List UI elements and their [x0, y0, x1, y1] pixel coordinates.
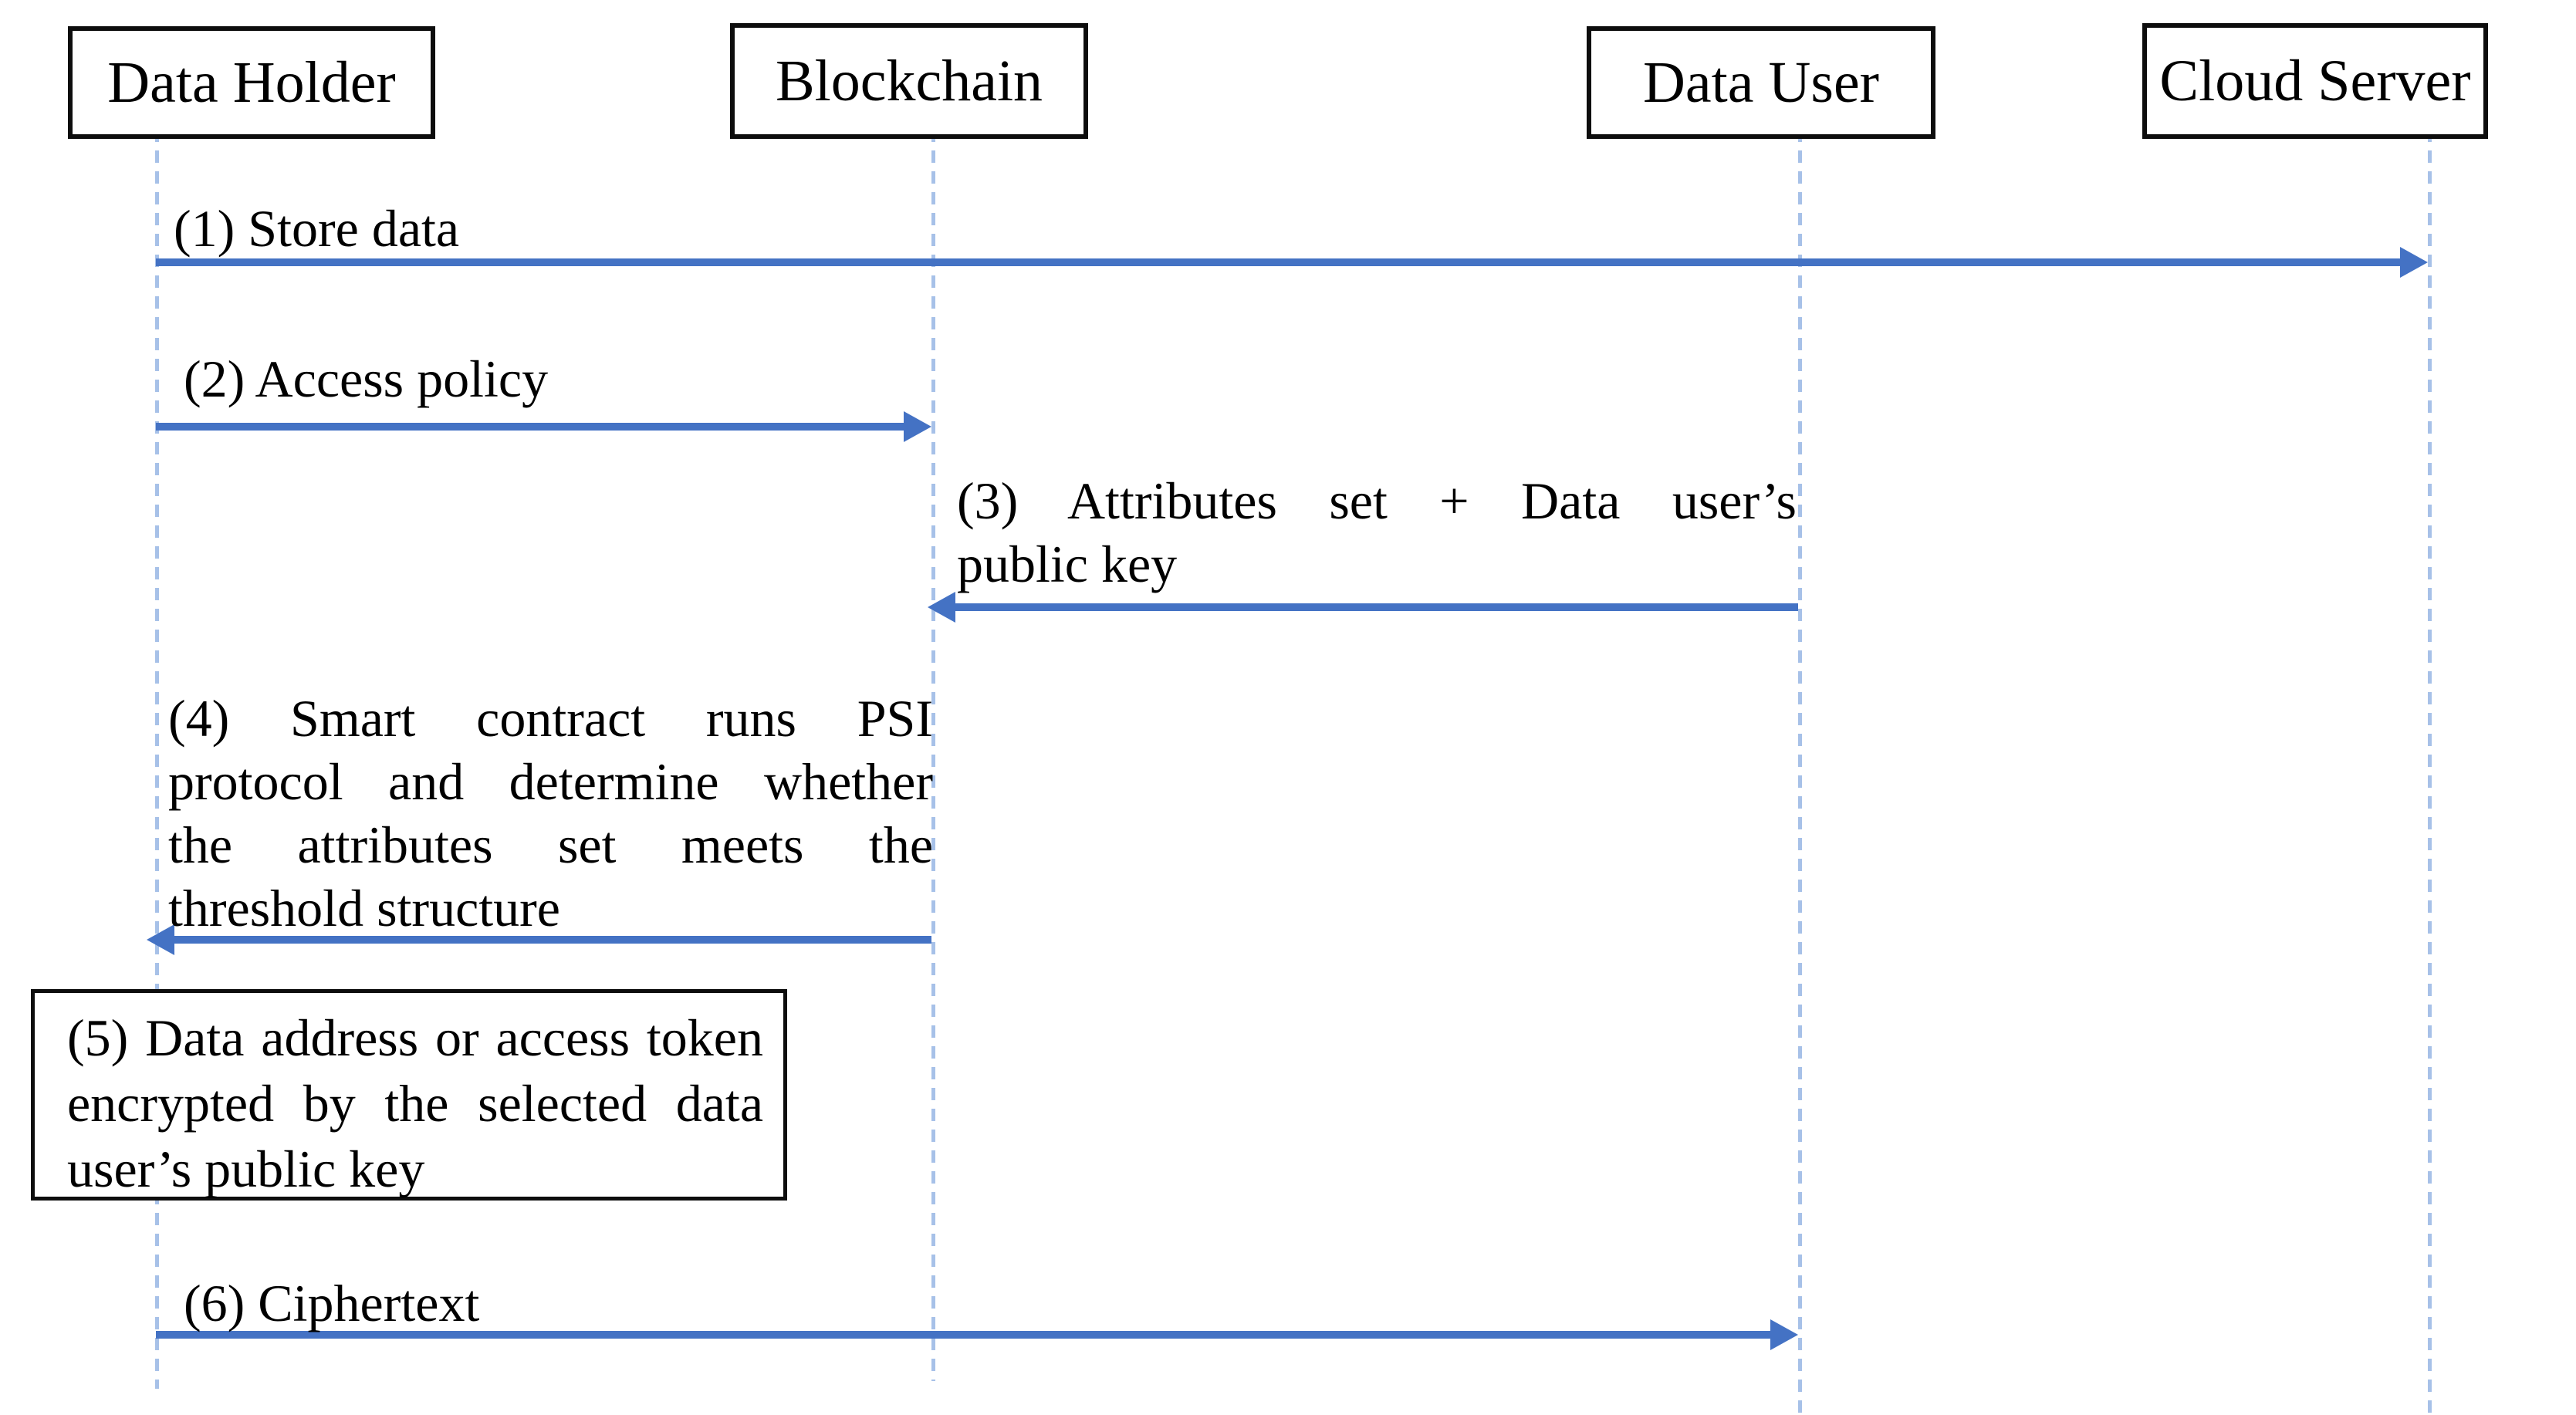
message-3-arrow-shaft: [954, 603, 1798, 611]
message-4-label: (4) Smart contract runs PSI protocol and…: [168, 687, 933, 940]
note-step-5-line-2: encrypted by the selected data: [67, 1074, 763, 1133]
actor-data-user: Data User: [1587, 26, 1935, 139]
message-6-arrow-shaft: [156, 1331, 1773, 1339]
message-1-arrow-shaft: [156, 258, 2403, 266]
actor-data-holder-label: Data Holder: [107, 49, 396, 115]
message-3-label-line-1: (3) Attributes set + Data user’s: [957, 471, 1797, 530]
message-4-label-line-1: (4) Smart contract runs PSI: [168, 689, 933, 748]
lifeline-data-user: [1798, 130, 1802, 1415]
actor-data-user-label: Data User: [1643, 49, 1879, 115]
message-1-label: (1) Store data: [174, 199, 460, 258]
note-step-5-line-1: (5) Data address or access token: [67, 1008, 763, 1067]
message-2-arrow-shaft: [156, 423, 907, 431]
message-6-label: (6) Ciphertext: [184, 1274, 480, 1332]
actor-cloud-server: Cloud Server: [2142, 23, 2488, 139]
message-1-arrowhead-right-icon: [2400, 247, 2428, 278]
message-3-arrowhead-left-icon: [928, 592, 955, 623]
actor-data-holder: Data Holder: [68, 26, 435, 139]
note-step-5-line-3: user’s public key: [67, 1140, 425, 1198]
actor-blockchain: Blockchain: [730, 23, 1088, 139]
message-3-label-line-2: public key: [957, 535, 1178, 593]
actor-cloud-server-label: Cloud Server: [2159, 48, 2471, 113]
message-4-arrow-shaft: [173, 936, 931, 944]
message-3-label: (3) Attributes set + Data user’s public …: [957, 469, 1797, 596]
lifeline-data-holder: [155, 130, 159, 1389]
message-4-label-line-4: threshold structure: [168, 879, 560, 937]
message-2-label: (2) Access policy: [184, 350, 549, 408]
actor-blockchain-label: Blockchain: [775, 48, 1043, 113]
lifeline-cloud-server: [2428, 130, 2432, 1415]
message-6-arrowhead-right-icon: [1770, 1319, 1798, 1350]
message-2-arrowhead-right-icon: [904, 411, 931, 442]
note-step-5: (5) Data address or access token encrypt…: [31, 989, 787, 1201]
message-4-label-line-3: the attributes set meets the: [168, 816, 933, 874]
message-4-arrowhead-left-icon: [147, 924, 174, 955]
lifeline-blockchain: [931, 130, 935, 1381]
message-4-label-line-2: protocol and determine whether: [168, 752, 933, 811]
